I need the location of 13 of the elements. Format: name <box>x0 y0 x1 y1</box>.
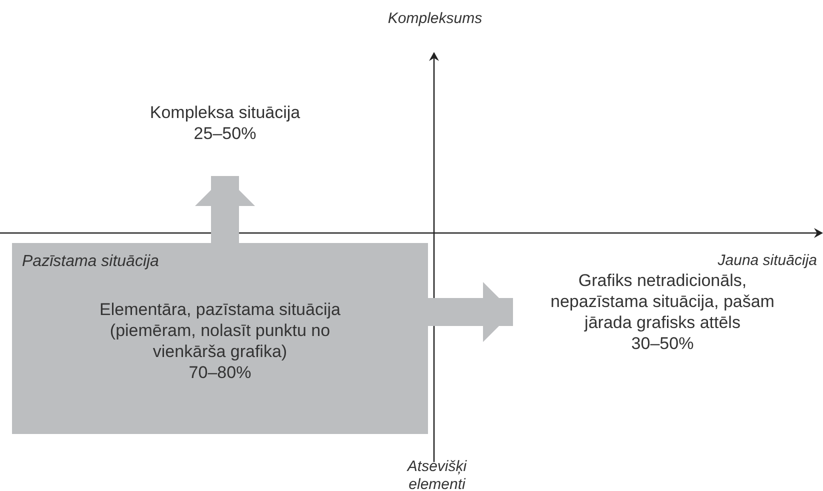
situation-text: 70–80% <box>188 362 252 383</box>
block-arrow <box>428 282 513 342</box>
situation-panel <box>12 243 428 434</box>
axis-label: Atsevišķi elementi <box>406 458 468 491</box>
situation-text: Grafiks netradicionāls, nepazīstama situācija, pašam jārada grafisks attēls <box>550 270 776 333</box>
situation-text: 30–50% <box>630 333 695 354</box>
axis-label: Jauna situācija <box>716 252 817 269</box>
panel-heading: Pazīstama situācija <box>22 253 159 271</box>
axis-label: Kompleksums <box>386 10 484 27</box>
situation-text: Elementāra, pazīstama situācija (piemēram, nolasīt punktu no vienkārša grafika) <box>98 299 342 362</box>
block-arrow <box>195 176 255 243</box>
situation-text: Kompleksa situācija <box>148 102 302 123</box>
situation-text: 25–50% <box>192 123 258 144</box>
